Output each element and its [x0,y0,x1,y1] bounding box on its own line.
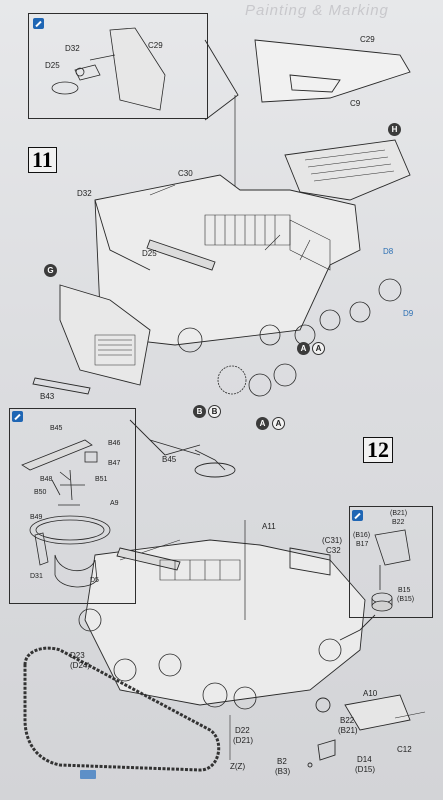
label: (B21) [338,726,358,735]
label: B50 [34,489,47,496]
marker-g: G [44,264,57,277]
label: (B3) [275,767,291,776]
label: D23 [70,651,85,660]
pen-icon [352,510,363,521]
label: B22 [340,716,355,725]
marker-a: A [256,417,269,430]
pen-icon [12,411,23,422]
label: D31 [30,573,43,580]
label: B17 [356,541,369,548]
marker-a: A [297,342,310,355]
label: D8 [383,247,394,256]
label: C9 [350,99,361,108]
label: B48 [40,476,53,483]
inset-top-left [28,13,208,119]
label: (D15) [355,765,376,774]
inset-right [349,506,433,618]
label: C12 [397,745,412,754]
marker-b-paren: B [208,405,221,418]
label: (B15) [397,596,415,603]
step-number-11: 11 [28,147,57,173]
label: C29 [360,35,375,44]
label: D25 [142,249,157,258]
label: D14 [357,755,372,764]
label: C30 [178,169,193,178]
label: C29 [148,41,163,50]
label: A9 [110,500,119,507]
label: B46 [108,440,121,447]
label: (C31) [322,536,343,545]
step-number-12: 12 [363,437,393,463]
label: A11 [262,522,276,531]
label: B43 [40,392,55,401]
marker-h: H [388,123,401,136]
label: B2 [277,757,287,766]
label: B15 [398,587,411,594]
label: D32 [77,189,92,198]
label: B45 [162,455,177,464]
header-ghost-text: Painting & Marking [245,2,389,19]
label: B22 [392,519,405,526]
marker-a-paren: A [312,342,325,355]
label: (B21) [390,510,408,517]
label: B45 [50,425,63,432]
label: C32 [326,546,341,555]
marker-b: B [193,405,206,418]
label: B51 [95,476,108,483]
label: (B16) [353,532,371,539]
label: B49 [30,514,43,521]
label: A10 [363,689,378,698]
inset-machine-gun [9,408,136,604]
label: D22 [235,726,250,735]
label: D5 [90,577,99,584]
page-number-tag [80,770,96,779]
label: (D24) [70,661,91,670]
label: (D21) [233,736,254,745]
label: B47 [108,460,121,467]
label: D25 [45,61,60,70]
label: D9 [403,309,414,318]
label: D32 [65,44,80,53]
label: Z(Z) [230,762,246,771]
marker-a-paren: A [272,417,285,430]
pen-icon [33,18,44,29]
